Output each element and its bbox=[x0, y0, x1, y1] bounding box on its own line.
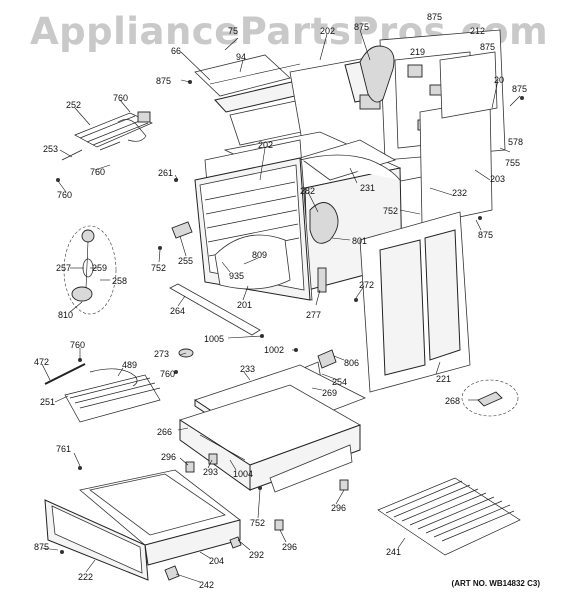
callout-269: 269 bbox=[322, 388, 338, 398]
lower-frame-part bbox=[179, 384, 361, 493]
callout-752: 752 bbox=[151, 263, 167, 273]
screw-fasteners bbox=[56, 80, 524, 554]
callout-242: 242 bbox=[199, 580, 215, 590]
callout-257: 257 bbox=[56, 263, 72, 273]
callout-255: 255 bbox=[178, 256, 194, 266]
callout-1002: 1002 bbox=[264, 345, 285, 355]
small-bracket-part bbox=[171, 221, 193, 239]
callout-875: 875 bbox=[478, 230, 494, 240]
bake-element-part bbox=[44, 363, 161, 423]
callout-222: 222 bbox=[78, 572, 94, 582]
front-trim-part bbox=[169, 283, 261, 336]
callout-875: 875 bbox=[156, 76, 172, 86]
callout-202: 202 bbox=[320, 26, 336, 36]
callout-221: 221 bbox=[436, 374, 452, 384]
callout-201: 201 bbox=[237, 300, 253, 310]
callout-268: 268 bbox=[445, 396, 461, 406]
callout-875: 875 bbox=[480, 42, 496, 52]
callout-251: 251 bbox=[40, 397, 56, 407]
callout-875: 875 bbox=[427, 12, 443, 22]
callout-760: 760 bbox=[70, 340, 86, 350]
callout-760: 760 bbox=[160, 369, 176, 379]
callout-809: 809 bbox=[252, 250, 268, 260]
callout-212: 212 bbox=[470, 26, 486, 36]
callout-296: 296 bbox=[161, 452, 177, 462]
callout-204: 204 bbox=[209, 556, 225, 566]
callout-282: 282 bbox=[300, 186, 316, 196]
callout-875: 875 bbox=[354, 22, 370, 32]
callout-252: 252 bbox=[66, 100, 82, 110]
callout-296: 296 bbox=[282, 542, 298, 552]
callout-489: 489 bbox=[122, 360, 138, 370]
broil-element-part bbox=[61, 111, 153, 161]
callout-752: 752 bbox=[250, 518, 266, 528]
callout-253: 253 bbox=[43, 144, 59, 154]
callout-935: 935 bbox=[229, 271, 245, 281]
callout-1004: 1004 bbox=[233, 469, 254, 479]
hinge-detail-part bbox=[461, 379, 519, 417]
callout-219: 219 bbox=[410, 47, 426, 57]
callout-277: 277 bbox=[306, 310, 322, 320]
callout-875: 875 bbox=[34, 542, 50, 552]
callout-266: 266 bbox=[157, 427, 173, 437]
callout-755: 755 bbox=[505, 158, 521, 168]
callout-75: 75 bbox=[228, 26, 239, 36]
callout-760: 760 bbox=[113, 93, 129, 103]
callout-203: 203 bbox=[490, 174, 506, 184]
callout-760: 760 bbox=[90, 167, 106, 177]
callout-264: 264 bbox=[170, 306, 186, 316]
callout-292: 292 bbox=[249, 550, 265, 560]
callout-254: 254 bbox=[332, 377, 348, 387]
oven-door-part bbox=[359, 211, 471, 393]
callout-261: 261 bbox=[158, 168, 174, 178]
callout-296: 296 bbox=[331, 503, 347, 513]
callout-20: 20 bbox=[494, 75, 505, 85]
callout-leader-lines bbox=[41, 29, 521, 583]
callout-293: 293 bbox=[203, 467, 219, 477]
storage-drawer-part bbox=[44, 469, 242, 581]
callout-806: 806 bbox=[344, 358, 360, 368]
callout-233: 233 bbox=[240, 364, 256, 374]
callout-232: 232 bbox=[452, 188, 468, 198]
callout-760: 760 bbox=[57, 190, 73, 200]
callout-202: 202 bbox=[258, 140, 274, 150]
callout-259: 259 bbox=[92, 263, 108, 273]
callout-273: 273 bbox=[154, 349, 170, 359]
callout-66: 66 bbox=[171, 46, 182, 56]
callout-801: 801 bbox=[352, 236, 368, 246]
callout-272: 272 bbox=[359, 280, 375, 290]
art-number-label: (ART NO. WB14832 C3) bbox=[451, 579, 540, 588]
callout-810: 810 bbox=[58, 310, 74, 320]
callout-472: 472 bbox=[34, 357, 50, 367]
callout-752: 752 bbox=[383, 206, 399, 216]
callout-875: 875 bbox=[512, 84, 528, 94]
oven-rack-part bbox=[377, 477, 521, 556]
callout-761: 761 bbox=[56, 444, 72, 454]
callout-258: 258 bbox=[112, 276, 128, 286]
callout-231: 231 bbox=[360, 183, 376, 193]
convection-fan-part bbox=[63, 225, 117, 315]
callout-578: 578 bbox=[508, 137, 524, 147]
callout-1005: 1005 bbox=[204, 334, 225, 344]
callout-94: 94 bbox=[236, 52, 247, 62]
callout-241: 241 bbox=[386, 547, 402, 557]
